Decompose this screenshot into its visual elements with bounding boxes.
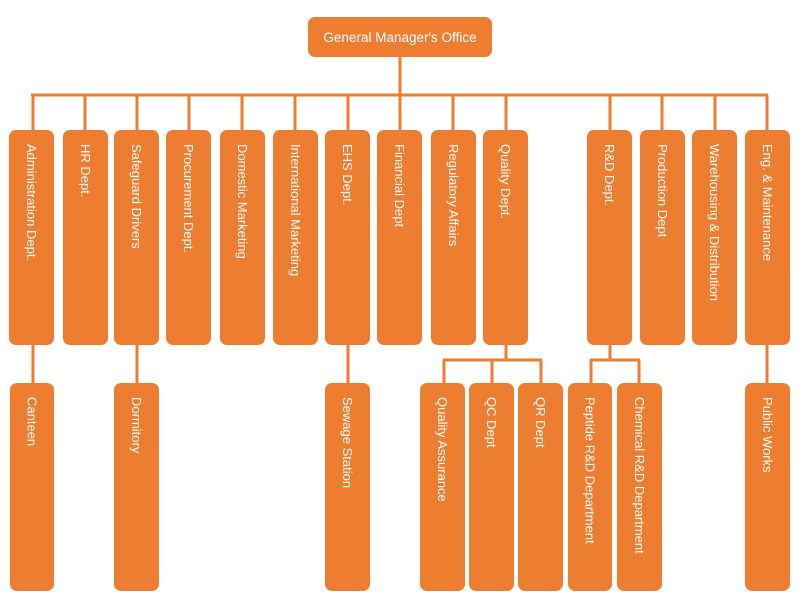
unit-dormitory[interactable]: Dormitory	[114, 383, 159, 591]
dept-eng-maintenance[interactable]: Eng. & Maintenance	[745, 130, 790, 345]
dept-procurement[interactable]: Procurement Dept.	[166, 130, 211, 345]
dept-label: International Marketing	[288, 144, 303, 277]
dept-label: Production Dept	[655, 144, 670, 238]
dept-financial[interactable]: Financial Dept	[377, 130, 422, 345]
dept-production[interactable]: Production Dept	[640, 130, 685, 345]
dept-label: Financial Dept	[392, 144, 407, 228]
unit-label: QC Dept	[484, 397, 499, 448]
unit-chemical-rnd[interactable]: Chemical R&D Department	[617, 383, 662, 591]
dept-administration[interactable]: Administration Dept.	[9, 130, 54, 345]
dept-warehousing-distribution[interactable]: Warehousing & Distribution	[692, 130, 737, 345]
unit-sewage-station[interactable]: Sewage Station	[325, 383, 370, 591]
unit-peptide-rnd[interactable]: Peptide R&D Department	[568, 383, 612, 591]
dept-label: R&D Dept.	[602, 144, 617, 207]
unit-qr-dept[interactable]: QR Dept	[518, 383, 563, 591]
dept-label: Regulatory Affairs	[446, 144, 461, 247]
unit-label: Peptide R&D Department	[582, 397, 598, 544]
dept-label: Domestic Marketing	[235, 144, 250, 259]
dept-label: Procurement Dept.	[181, 144, 196, 254]
dept-domestic-marketing[interactable]: Domestic Marketing	[220, 130, 265, 345]
unit-qc-dept[interactable]: QC Dept	[469, 383, 514, 591]
root-label: General Manager's Office	[323, 29, 477, 45]
dept-label: HR Dept.	[78, 144, 93, 198]
dept-hr[interactable]: HR Dept.	[63, 130, 108, 345]
unit-label: Dormitory	[129, 397, 144, 454]
dept-international-marketing[interactable]: International Marketing	[273, 130, 318, 345]
unit-label: Canteen	[24, 397, 40, 447]
dept-label: Eng. & Maintenance	[760, 144, 775, 262]
dept-label: EHS Dept.	[340, 144, 355, 206]
unit-label: Quality Assurance	[435, 397, 450, 502]
unit-quality-assurance[interactable]: Quality Assurance	[420, 383, 465, 591]
dept-label: Quality Dept.	[498, 144, 513, 220]
unit-public-works[interactable]: Public Works	[745, 383, 790, 591]
unit-label: Chemical R&D Department	[632, 397, 647, 554]
dept-quality[interactable]: Quality Dept.	[483, 130, 528, 345]
dept-label: Warehousing & Distribution	[707, 144, 722, 302]
unit-label: Sewage Station	[340, 397, 355, 489]
general-managers-office-node[interactable]: General Manager's Office	[308, 17, 492, 57]
dept-ehs[interactable]: EHS Dept.	[325, 130, 370, 345]
dept-regulatory-affairs[interactable]: Regulatory Affairs	[431, 130, 476, 345]
dept-rnd[interactable]: R&D Dept.	[587, 130, 632, 345]
dept-label: Administration Dept.	[24, 144, 39, 262]
dept-label: Safeguard Drivers	[129, 144, 144, 249]
unit-canteen[interactable]: Canteen	[10, 383, 54, 591]
unit-label: QR Dept	[533, 397, 548, 448]
unit-label: Public Works	[760, 397, 775, 473]
dept-safeguard-drivers[interactable]: Safeguard Drivers	[114, 130, 159, 345]
